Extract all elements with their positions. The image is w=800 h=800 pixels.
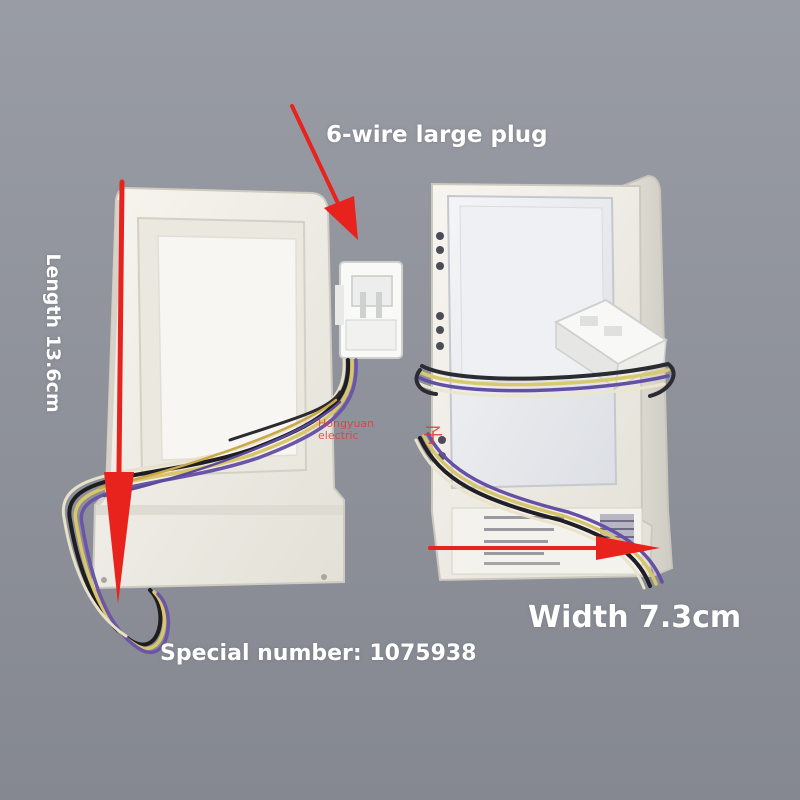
right-module (414, 174, 676, 590)
plug-label: 6-wire large plug (326, 122, 548, 148)
width-label: Width 7.3cm (528, 600, 742, 635)
watermark-line1: Hongyuan (318, 417, 375, 430)
plug-arrow (290, 104, 358, 240)
length-label: Length 13.6cm (42, 253, 64, 413)
special-number-label: Special number: 1075938 (160, 641, 477, 666)
right-wire-bundle (414, 361, 676, 590)
left-module (61, 186, 403, 654)
watermark: Hongyuan electric (318, 418, 374, 442)
width-arrow (428, 536, 660, 560)
length-label-wrapper: Length 13.6cm (36, 248, 70, 418)
length-arrow (104, 179, 134, 604)
watermark-line2: electric (318, 429, 359, 442)
left-plug (335, 261, 403, 359)
watermark-glyph: 子 (423, 423, 443, 447)
